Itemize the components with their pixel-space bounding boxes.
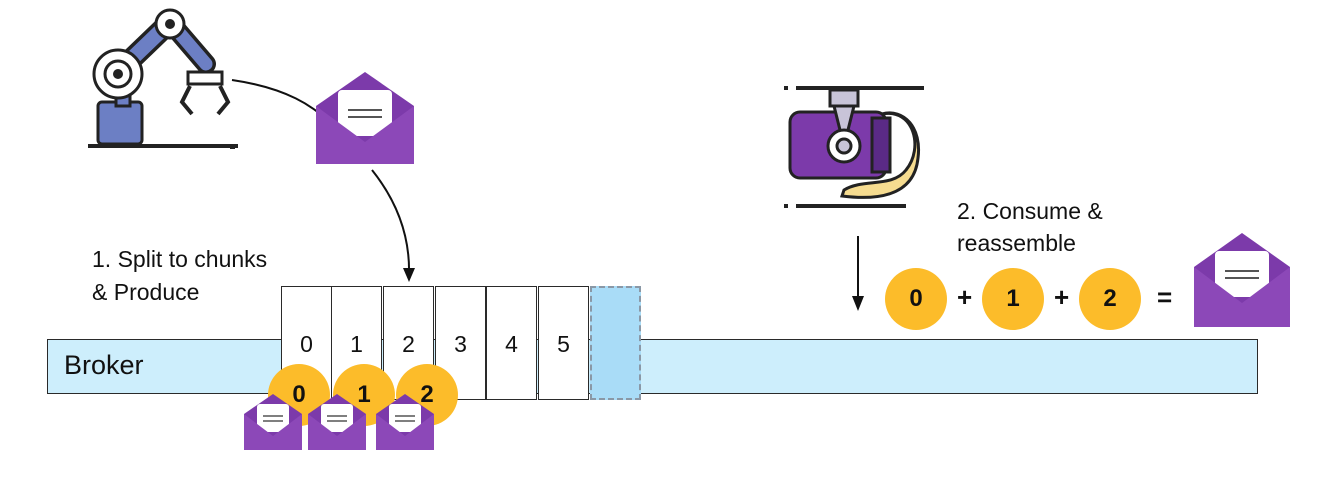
consume-caption-line1: 2. Consume & [957, 198, 1103, 224]
broker-label: Broker [64, 350, 144, 380]
equals-sign: = [1157, 282, 1173, 312]
message-envelope-icon [316, 72, 414, 164]
produce-caption-line1: 1. Split to chunks [92, 246, 268, 272]
robot-arm-icon [88, 8, 238, 149]
reassembled-envelope-icon [1194, 233, 1290, 327]
plus-sign: + [1054, 282, 1070, 312]
broker-bar [47, 339, 1258, 394]
chunk-envelope-icon [244, 394, 302, 450]
chunk-envelope-icon [376, 394, 434, 450]
next-partition-slot [590, 286, 641, 400]
chunk-envelope-icon [308, 394, 366, 450]
reassembled-chunk-0: 0 [885, 268, 947, 330]
reassembled-chunk-2: 2 [1079, 268, 1141, 330]
plus-sign: + [957, 282, 973, 312]
partition-cell-5: 5 [538, 286, 589, 400]
consumer-machine-icon [784, 86, 924, 208]
reassembled-chunk-1: 1 [982, 268, 1044, 330]
produce-caption-line2: & Produce [92, 279, 200, 305]
consume-arrow [852, 236, 864, 311]
consume-caption-line2: reassemble [957, 230, 1076, 256]
partition-cell-4: 4 [486, 286, 537, 400]
